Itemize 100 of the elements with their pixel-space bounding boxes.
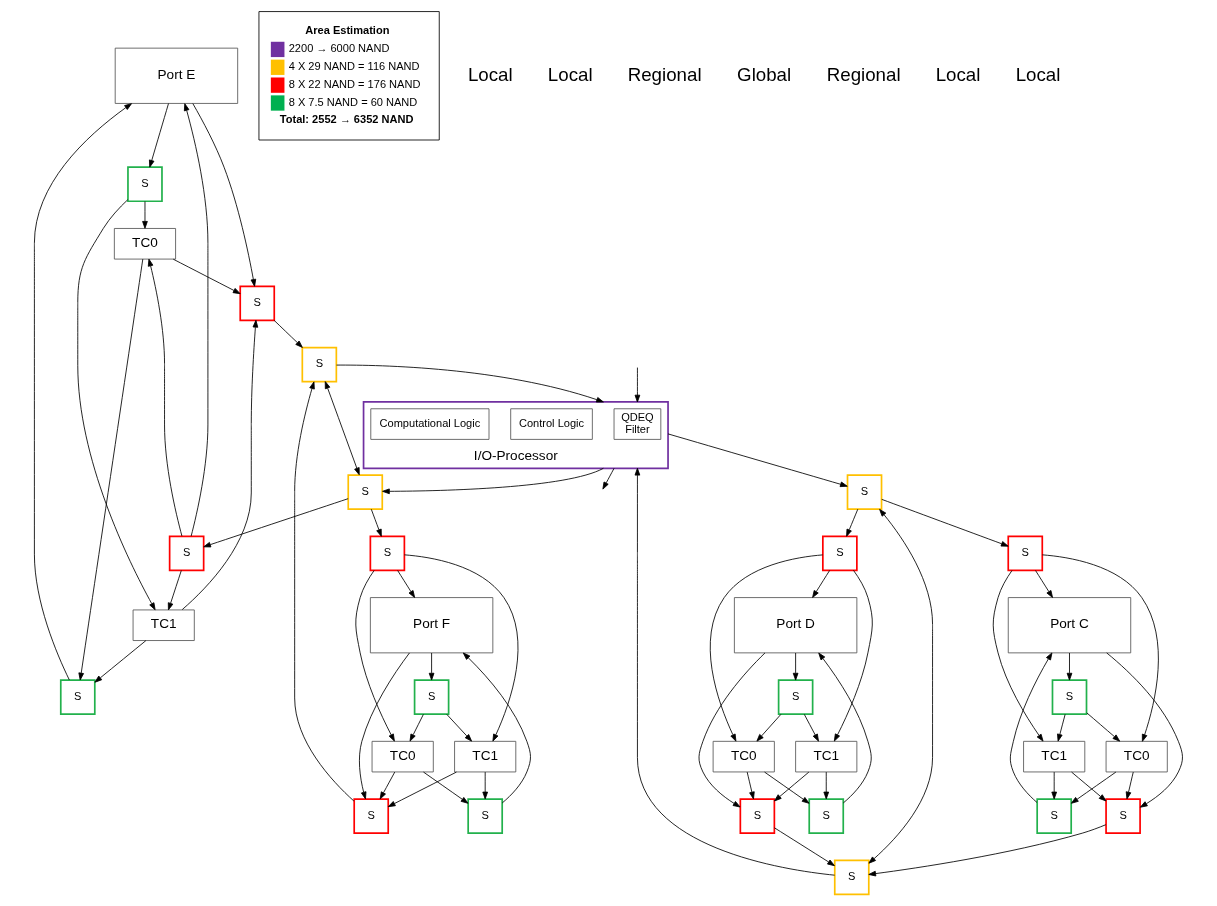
node-box: S (59, 679, 96, 715)
arrow (846, 508, 859, 537)
arrow (428, 652, 435, 681)
arrow (404, 554, 519, 742)
node-box: S (239, 285, 276, 322)
node-box: S (413, 679, 450, 715)
node-box: Computational Logic (370, 408, 490, 440)
label: Regional (627, 63, 702, 85)
arrow (1041, 554, 1159, 742)
arrow (149, 103, 169, 168)
arrow (1071, 771, 1107, 802)
node-box: S (777, 679, 814, 715)
arrow (881, 498, 1009, 547)
arrow (1009, 652, 1053, 803)
arrow (423, 771, 469, 804)
arrow (1125, 771, 1134, 800)
arrow (142, 201, 148, 229)
arrow (1057, 713, 1066, 742)
node-box: S (822, 535, 858, 572)
arrow (868, 508, 933, 864)
label: Regional (826, 63, 901, 85)
arrow (602, 467, 615, 490)
arrow (78, 258, 144, 681)
node-box: S (353, 798, 390, 835)
node-box: TC1 (795, 740, 858, 773)
node-box: Control Logic (510, 408, 593, 440)
arrow (446, 713, 472, 742)
arrow (147, 258, 183, 537)
arrow (818, 652, 872, 804)
arrow (1035, 570, 1053, 598)
arrow (336, 364, 604, 403)
arrow (709, 554, 824, 742)
label: Area Estimation (305, 23, 390, 36)
arrow (192, 103, 257, 287)
arrow (33, 103, 132, 681)
node-box: S (369, 535, 406, 572)
arrow (167, 570, 182, 611)
node-box: Port E (114, 47, 239, 104)
label: Total: 2552 → 6352 NAND (279, 112, 414, 125)
arrow (1070, 771, 1117, 804)
arrow (324, 381, 360, 476)
node-box: TC0 (371, 740, 434, 773)
node-box: TC1 (132, 609, 195, 641)
node-box: S (1051, 679, 1088, 715)
node-box: S (1105, 798, 1141, 835)
arrow (482, 771, 488, 800)
arrow (764, 771, 810, 804)
legend-label: 8 X 7.5 NAND = 60 NAND (288, 95, 418, 108)
arrow (992, 570, 1044, 742)
arrow (803, 713, 819, 742)
node-box: TC1 (1023, 740, 1086, 773)
arrow (746, 771, 755, 800)
arrow (634, 467, 835, 876)
node-box: S (808, 798, 845, 835)
legend-label: 4 X 29 NAND = 116 NAND (288, 60, 420, 73)
node-box: TC0 (1105, 740, 1168, 773)
legend-label: 2200 → 6000 NAND (288, 42, 390, 55)
arrow (756, 713, 782, 742)
arrow (833, 569, 873, 742)
label: Local (547, 63, 593, 85)
arrow (1051, 771, 1057, 800)
node-box: TC0 (712, 740, 775, 773)
arrow (387, 771, 457, 808)
node-box: Port C (1007, 597, 1132, 654)
arrow (172, 258, 241, 295)
arrow (1106, 652, 1183, 808)
node-box: S (739, 798, 776, 835)
node-box: S (1036, 798, 1073, 835)
node-box: QDEQ Filter (613, 408, 662, 440)
label: Local (467, 63, 513, 85)
label: Local (1015, 63, 1061, 85)
node-box: S (846, 474, 883, 510)
arrow (812, 570, 830, 598)
arrow (774, 827, 835, 867)
arrow (355, 570, 395, 742)
arrow (94, 640, 147, 683)
arrow (382, 467, 604, 495)
node-box: TC1 (454, 740, 517, 773)
arrow (294, 381, 355, 802)
node-box: S (1007, 535, 1044, 572)
arrow (273, 320, 303, 348)
arrow (634, 367, 641, 403)
arrow (379, 771, 396, 800)
node-box: Port D (733, 597, 858, 654)
arrow (823, 771, 830, 800)
arrow (359, 652, 410, 800)
arrow (868, 824, 1107, 877)
arrow (698, 652, 766, 808)
node-box: S (347, 474, 384, 510)
node-box: S (168, 535, 205, 572)
node-box: S (833, 859, 870, 896)
arrow (409, 713, 424, 742)
arrow (77, 199, 156, 611)
node-box: Port F (369, 597, 494, 654)
arrow (792, 652, 799, 681)
arrow (203, 498, 349, 548)
label: Global (737, 63, 792, 85)
node-box: S (467, 798, 504, 835)
arrow (1066, 652, 1073, 681)
arrow (1086, 712, 1121, 742)
